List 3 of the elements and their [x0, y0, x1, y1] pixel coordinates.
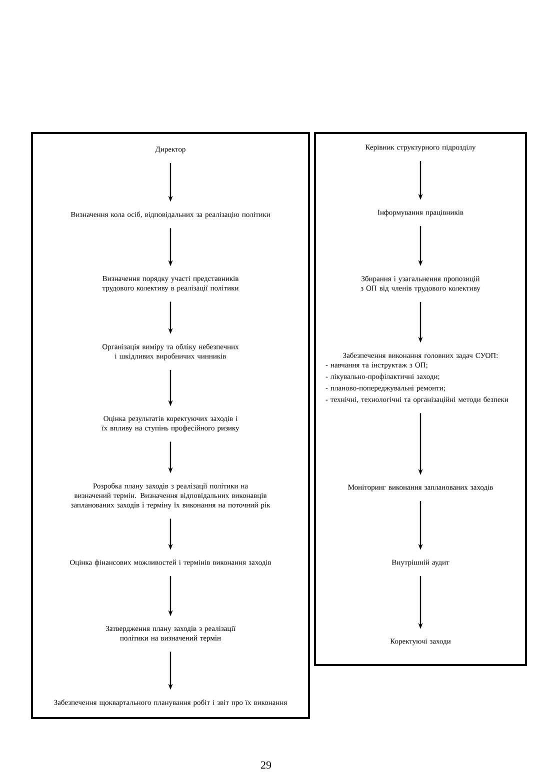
panel-frame — [31, 132, 310, 719]
panel-frame — [314, 132, 527, 666]
page-number: 29 — [260, 761, 272, 769]
